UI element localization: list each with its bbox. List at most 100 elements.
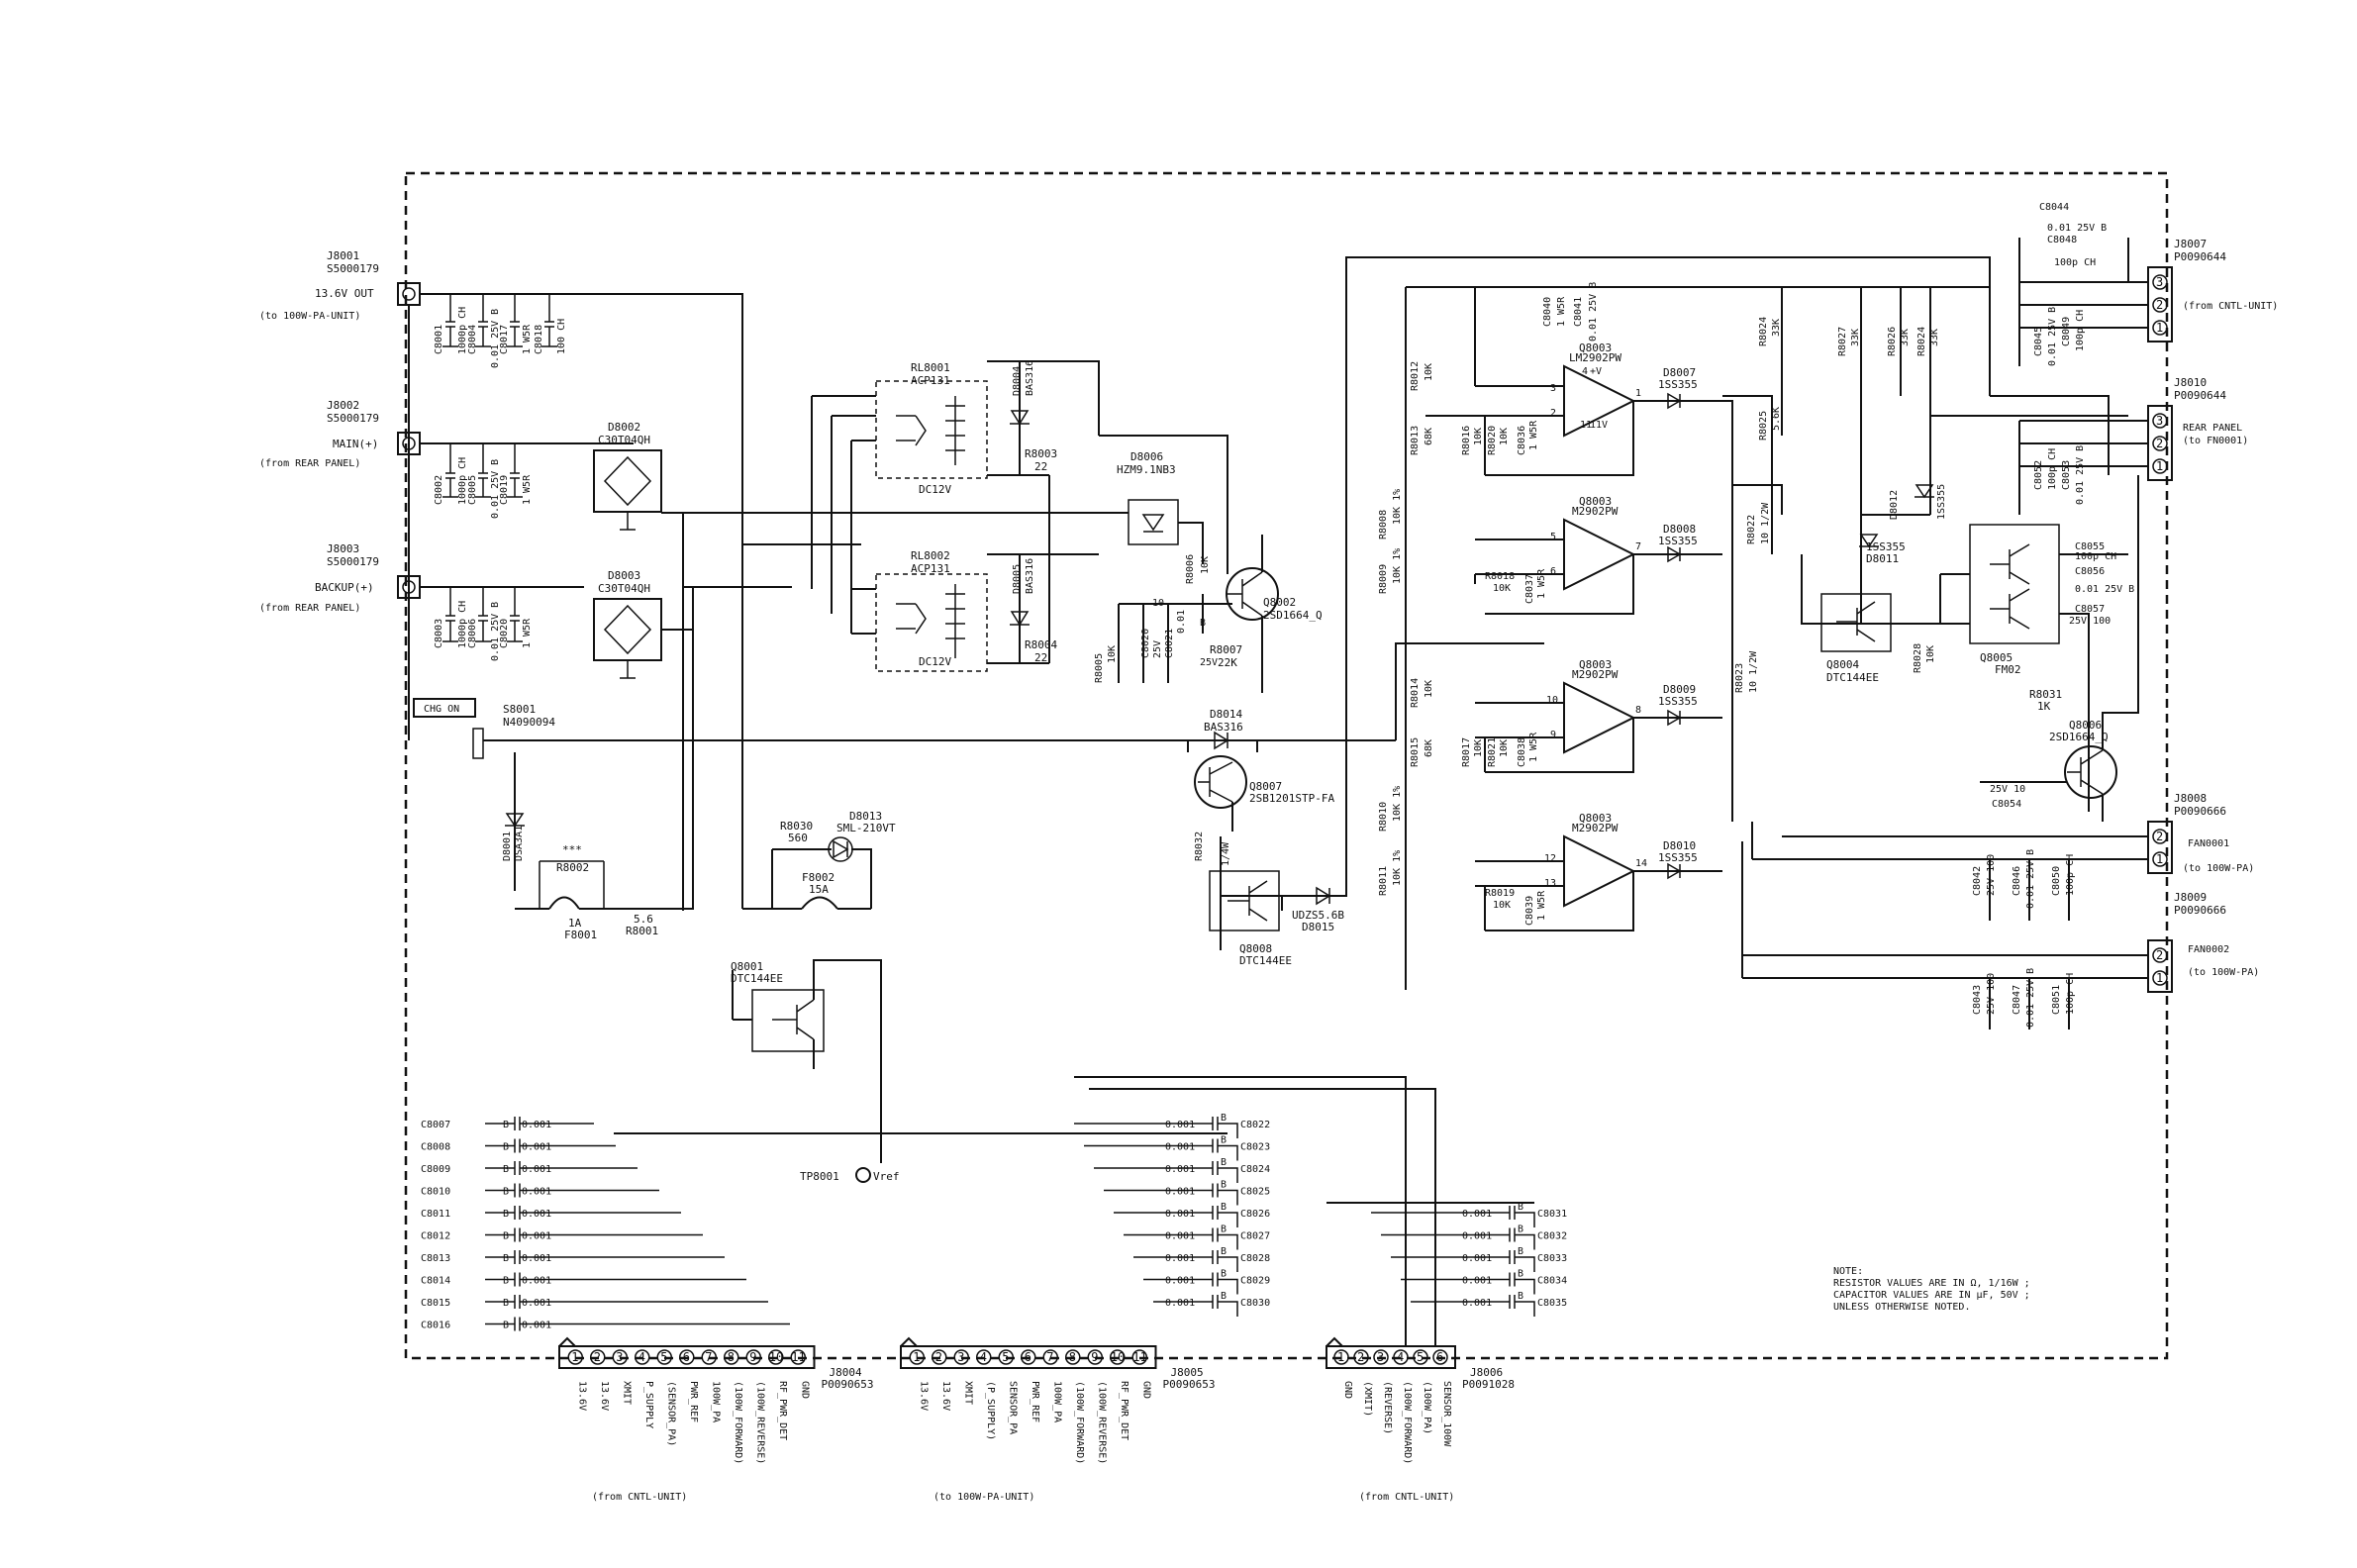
d8015-ref: D8015 bbox=[1302, 921, 1334, 933]
c8037-ref: C8037 bbox=[1524, 574, 1535, 604]
connector-j8004: 113.6V213.6V3XMIT4P_SUPPLY5(SENSOR_PA)6P… bbox=[558, 1336, 873, 1503]
r8030-ref: R8030 bbox=[780, 820, 813, 833]
r8010b-val: 10K 1% bbox=[1392, 786, 1403, 822]
opamp-d-pin-out: 14 bbox=[1635, 858, 1647, 869]
c8001-val: 1000p CH bbox=[457, 307, 468, 354]
c8056-ref: C8056 bbox=[2075, 566, 2105, 577]
connector-j8008: 2 1 J8008 P0090666 FAN0001 (to 100W-PA) bbox=[2147, 792, 2254, 874]
cap-ref: C8007 bbox=[421, 1120, 450, 1130]
j8005-signal-label: RF_PWR_DET bbox=[1119, 1381, 1129, 1440]
opamp-a-part: LM2902PW bbox=[1569, 351, 1621, 364]
c8055-val: 100p CH bbox=[2075, 551, 2116, 562]
j8005-pin-label: 11 bbox=[1132, 1350, 1146, 1364]
d8004-ref: D8004 bbox=[1012, 366, 1023, 396]
cap-value: 0.001 bbox=[1462, 1253, 1492, 1264]
j8005-pin-label: 9 bbox=[1091, 1350, 1098, 1364]
cap-ref: C8035 bbox=[1537, 1298, 1567, 1309]
j8010-pin-a: 3 bbox=[2156, 414, 2163, 428]
r8002-val: *** bbox=[562, 843, 582, 856]
c8020-val: 1 W5R bbox=[522, 618, 533, 648]
cap-type: B bbox=[503, 1276, 509, 1287]
j8005-pin-label: 6 bbox=[1025, 1350, 1031, 1364]
c8042-ref: C8042 bbox=[1972, 866, 1983, 896]
cap-type: B bbox=[503, 1142, 509, 1153]
cap-25v-label: 25V bbox=[1200, 657, 1218, 668]
switch-s8001[interactable]: CHG ON S8001 N4090094 bbox=[413, 698, 555, 759]
j8005-pin-label: 5 bbox=[1002, 1350, 1009, 1364]
j8006-signal-label: GND bbox=[1342, 1381, 1353, 1399]
opamp-c-pin-out: 8 bbox=[1635, 705, 1641, 716]
diode-d8008: D8008 1SS355 bbox=[1658, 523, 1698, 563]
c8048-val: 100p CH bbox=[2054, 257, 2096, 268]
cap-value: 0.001 bbox=[1165, 1298, 1195, 1309]
d8001-part: DSA3A1 bbox=[514, 826, 525, 861]
r8017-val: 10K bbox=[1473, 739, 1484, 757]
r8003-val: 22 bbox=[1034, 460, 1047, 473]
cap-value: 0.001 bbox=[522, 1321, 551, 1331]
j8006-signal-label: (100W_PA) bbox=[1422, 1381, 1432, 1434]
c8020-ref: C8020 bbox=[499, 619, 510, 648]
r8023-ref: R8023 bbox=[1734, 663, 1745, 693]
j8005-signal-label: PWR_REF bbox=[1030, 1381, 1040, 1422]
cap-value: 0.001 bbox=[1165, 1120, 1195, 1130]
d8011-part: 1SS355 bbox=[1866, 540, 1906, 553]
r8026-ref: R8026 bbox=[1887, 327, 1898, 356]
input-cap-bank-3: C8003 1000p CH C8006 0.01 25V B C8020 1 … bbox=[434, 587, 533, 661]
cap-value: 0.001 bbox=[1165, 1187, 1195, 1198]
c8049-ref: C8049 bbox=[2061, 317, 2072, 346]
d8015-part: UDZS5.6B bbox=[1292, 909, 1344, 922]
c8006-val: 0.01 25V B bbox=[490, 602, 501, 661]
cap-value: 0.001 bbox=[1165, 1164, 1195, 1175]
q8008-ref: Q8008 bbox=[1239, 942, 1272, 955]
j8005-ref: J8005 bbox=[1171, 1366, 1204, 1379]
j8006-pin-label: 2 bbox=[1357, 1350, 1364, 1364]
c8042-val: 25V 100 bbox=[1986, 854, 1997, 896]
r8007-ref: R8007 bbox=[1210, 643, 1242, 656]
c8017-val: 1 W5R bbox=[522, 324, 533, 354]
j8005-pin-label: 10 bbox=[1111, 1350, 1125, 1364]
c8040-val: 1 W5R bbox=[1556, 296, 1567, 327]
q8001-part: DTC144EE bbox=[731, 972, 783, 985]
s8001-ref: S8001 bbox=[503, 703, 536, 716]
c8045-val: 0.01 25V B bbox=[2047, 307, 2058, 366]
j8005-pin-label: 4 bbox=[980, 1350, 987, 1364]
cap-ref: C8010 bbox=[421, 1187, 450, 1198]
c8002-val: 1000p CH bbox=[457, 457, 468, 505]
opamp-c-pin-plus: 10 bbox=[1546, 695, 1558, 706]
c8046-ref: C8046 bbox=[2012, 866, 2022, 896]
j8004-pin-label: 11 bbox=[791, 1350, 805, 1364]
transistor-q8004: Q8004 DTC144EE bbox=[1820, 593, 1892, 684]
cap-ref: C8013 bbox=[421, 1253, 450, 1264]
c8020b-ref: C8020 bbox=[1140, 629, 1151, 658]
r8019-ref: R8019 bbox=[1485, 888, 1515, 899]
c8057-ref: C8057 bbox=[2075, 604, 2105, 615]
j8006-pin-label: 5 bbox=[1417, 1350, 1424, 1364]
testpoint-tp8001[interactable]: TP8001 Vref bbox=[800, 1167, 900, 1183]
cap-ref: C8014 bbox=[421, 1276, 450, 1287]
r8011-val: 10K 1% bbox=[1392, 850, 1403, 886]
diode-d8007: D8007 1SS355 bbox=[1658, 366, 1698, 410]
j8006-signal-label: (REVERSE) bbox=[1382, 1381, 1393, 1434]
cap-ref: C8026 bbox=[1240, 1209, 1270, 1220]
j8004-signal-label: GND bbox=[799, 1381, 810, 1399]
cap-value: 0.001 bbox=[522, 1120, 551, 1130]
cap-array-mid: C80220.001BC80230.001BC80240.001BC80250.… bbox=[1074, 1113, 1270, 1317]
d8007-part: 1SS355 bbox=[1658, 378, 1698, 391]
d8002-ref: D8002 bbox=[608, 421, 640, 434]
f8002-val: 15A bbox=[809, 883, 829, 896]
connector-j8003: J8003 S5000179 BACKUP(+) (from REAR PANE… bbox=[259, 542, 421, 614]
c8005-ref: C8005 bbox=[467, 475, 478, 505]
j8005-pin-label: 8 bbox=[1069, 1350, 1076, 1364]
j8005-signal-label: (100W_REVERSE) bbox=[1096, 1381, 1107, 1464]
opamp-a-pin-out: 1 bbox=[1635, 388, 1641, 399]
cap-value: 0.001 bbox=[522, 1142, 551, 1153]
r8027-val: 33K bbox=[1850, 329, 1861, 346]
j8004-signal-label: (100W_FORWARD) bbox=[733, 1381, 743, 1464]
opamp-a-pin-plus: 3 bbox=[1550, 383, 1556, 394]
r8002-ref: R8002 bbox=[556, 861, 589, 874]
j8009-pin-a: 2 bbox=[2156, 948, 2163, 962]
r8031-val: 1K bbox=[2037, 700, 2051, 713]
j8004-signal-label: PWR_REF bbox=[688, 1381, 699, 1422]
cap-type: B bbox=[1221, 1180, 1227, 1191]
c8041-val: 0.01 25V B bbox=[1588, 282, 1599, 342]
